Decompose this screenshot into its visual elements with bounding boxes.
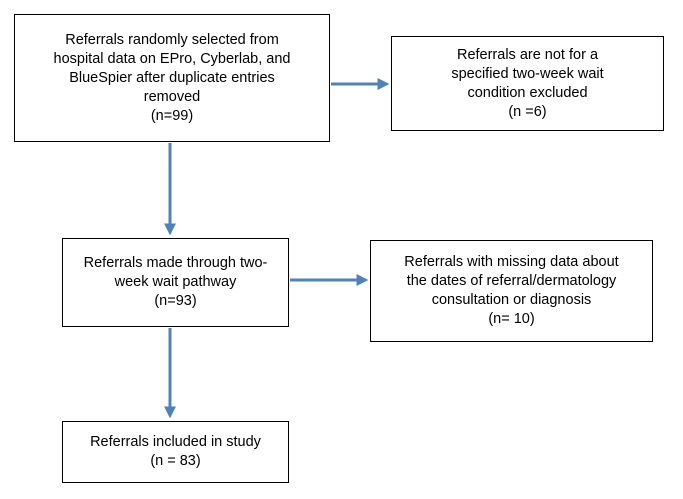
box-count: (n= 10) <box>488 311 535 327</box>
box-missing-data: Referrals with missing data about the da… <box>370 240 653 342</box>
box-referrals-selected: Referrals randomly selected from hospita… <box>14 14 330 142</box>
box-line: Referrals randomly selected from <box>65 31 279 48</box>
box-count: (n = 83) <box>150 453 201 469</box>
box-line: BlueSpier after duplicate entries <box>69 69 275 86</box>
box-excluded-not-specified: Referrals are not for a specified two-we… <box>391 36 664 131</box>
box-line: removed <box>143 88 201 105</box>
box-included-in-study: Referrals included in study (n = 83) <box>62 421 289 483</box>
box-line: Referrals are not for a <box>456 46 599 63</box>
box-count: (n=99) <box>150 107 194 124</box>
box-line: Referrals included in study <box>90 434 261 450</box>
box-count: (n=93) <box>154 293 197 309</box>
box-line: Referrals made through two- <box>83 255 268 271</box>
box-line: the dates of referral/dermatology <box>406 273 617 289</box>
box-line: specified two-week wait <box>451 65 604 82</box>
box-two-week-wait: Referrals made through two- week wait pa… <box>62 238 289 327</box>
box-line: hospital data on EPro, Cyberlab, and <box>53 50 291 67</box>
box-line: consultation or diagnosis <box>431 292 592 308</box>
box-line: condition excluded <box>467 84 588 101</box>
box-line: Referrals with missing data about <box>404 254 619 270</box>
box-count: (n =6) <box>508 103 547 120</box>
box-line: week wait pathway <box>114 274 237 290</box>
